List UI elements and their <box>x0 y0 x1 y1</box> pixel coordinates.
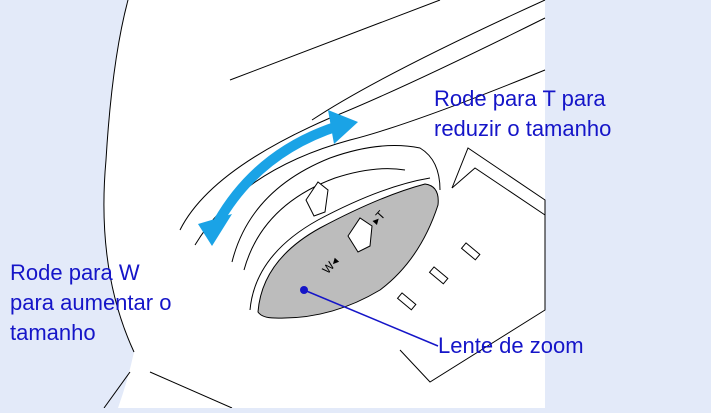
callout-wide-line-2: para aumentar o <box>10 290 172 315</box>
housing-edge-lower <box>311 0 546 121</box>
body-bottom-edge-2 <box>149 371 233 409</box>
arrow-head-tele <box>328 110 358 144</box>
zoom-ring-edge <box>249 177 431 311</box>
callout-wide: Rode para W para aumentar o tamanho <box>10 258 171 348</box>
callout-wide-line-1: Rode para W <box>10 260 140 285</box>
rotation-arrow <box>198 110 358 246</box>
zoom-ring <box>257 183 439 319</box>
callout-zoom-lens: Lente de zoom <box>438 333 584 358</box>
callout-tele-line-2: reduzir o tamanho <box>434 116 612 141</box>
arrow-head-wide <box>198 214 232 246</box>
housing-edge-upper <box>229 0 441 81</box>
callout-wide-line-3: tamanho <box>10 320 96 345</box>
body-left-edge <box>103 0 135 353</box>
callout-tele-line-1: Rode para T para <box>434 86 606 111</box>
callout-tele: Rode para T para reduzir o tamanho <box>434 84 611 144</box>
lens-leader <box>300 286 439 347</box>
body-bottom-edge <box>103 371 131 409</box>
focus-tab <box>305 181 329 217</box>
zoom-lever <box>347 217 373 253</box>
front-plate-fold <box>451 167 546 216</box>
lens-housing <box>231 145 441 263</box>
front-plate <box>399 147 546 383</box>
grille-slots <box>396 242 481 311</box>
lens-housing-inner <box>243 168 406 271</box>
